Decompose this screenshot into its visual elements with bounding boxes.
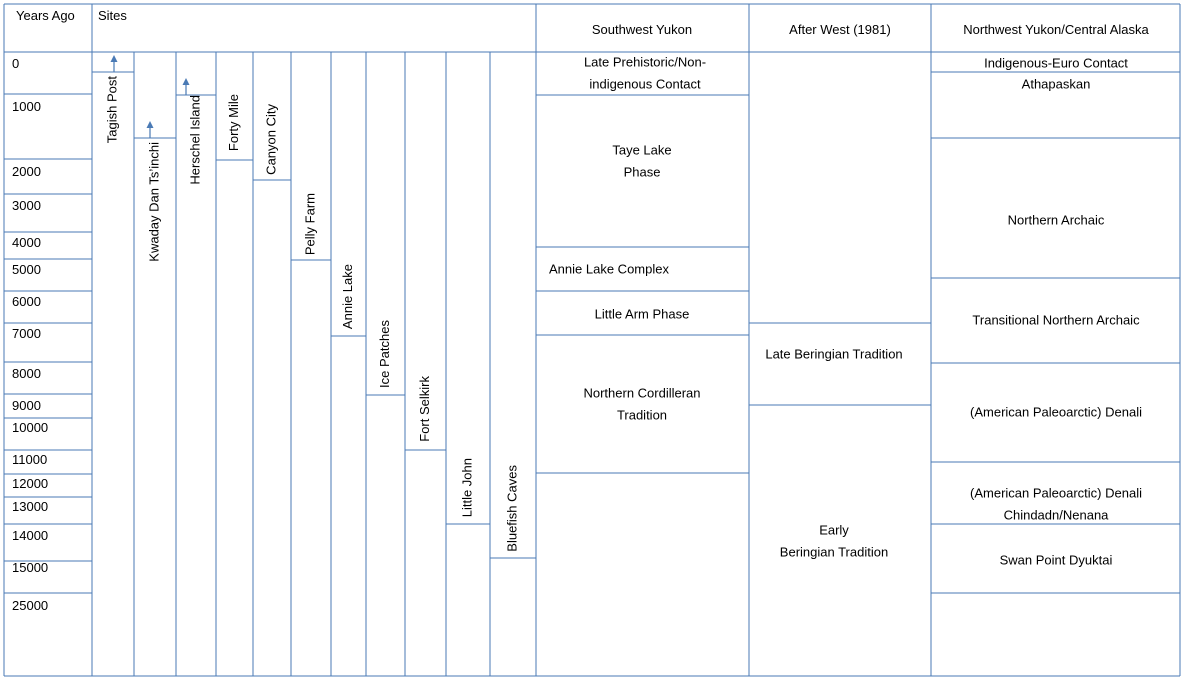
- year-label: 12000: [12, 476, 48, 491]
- southwest-yukon-phase-label: Late Prehistoric/Non-: [584, 54, 706, 69]
- site-label: Herschel Island: [187, 95, 202, 185]
- site-label: Bluefish Caves: [504, 465, 519, 552]
- header-southwest-yukon: Southwest Yukon: [592, 22, 692, 37]
- year-label: 4000: [12, 235, 41, 250]
- site-label: Canyon City: [263, 104, 278, 175]
- years-column: 0 1000 2000 3000 4000 5000 6000 7000 8000 9000 100…: [12, 56, 48, 613]
- northwest-period-label: (American Paleoarctic) Denali: [970, 404, 1142, 419]
- year-label: 8000: [12, 366, 41, 381]
- northwest-period-label: Athapaskan: [1022, 76, 1091, 91]
- southwest-yukon-phase-label: Little Arm Phase: [595, 306, 690, 321]
- site-label: Kwaday Dan Ts’inchi: [146, 142, 161, 262]
- site-label: Forty Mile: [226, 94, 241, 151]
- southwest-yukon-phase-label: Annie Lake Complex: [549, 261, 669, 276]
- northwest-period-label: Indigenous-Euro Contact: [984, 55, 1128, 70]
- year-label: 14000: [12, 528, 48, 543]
- northwest-period-label: Swan Point Dyuktai: [1000, 552, 1113, 567]
- header-after-west: After West (1981): [789, 22, 891, 37]
- header-northwest-yukon: Northwest Yukon/Central Alaska: [963, 22, 1149, 37]
- arrow-up-icon: [182, 78, 190, 85]
- southwest-yukon-phase-label: Taye Lake: [612, 142, 671, 157]
- southwest-yukon-column: Late Prehistoric/Non-indigenous ContactT…: [549, 54, 706, 422]
- year-label: 10000: [12, 420, 48, 435]
- southwest-yukon-phase-label: Tradition: [617, 407, 667, 422]
- year-label: 6000: [12, 294, 41, 309]
- year-label: 0: [12, 56, 19, 71]
- year-label: 9000: [12, 398, 41, 413]
- year-label: 13000: [12, 499, 48, 514]
- northwest-period-label: (American Paleoarctic) Denali: [970, 485, 1142, 500]
- arrow-up-icon: [110, 55, 118, 62]
- year-label: 11000: [12, 452, 47, 467]
- year-label: 2000: [12, 164, 41, 179]
- year-label: 7000: [12, 326, 41, 341]
- site-label: Tagish Post: [104, 76, 119, 144]
- after-west-tradition-label: Beringian Tradition: [780, 544, 888, 559]
- year-label: 1000: [12, 99, 41, 114]
- table-grid: [3, 3, 1181, 677]
- site-label: Pelly Farm: [302, 193, 317, 255]
- site-label: Little John: [459, 458, 474, 517]
- site-label: Ice Patches: [377, 320, 392, 388]
- site-label: Annie Lake: [340, 264, 355, 329]
- header-years-ago: Years Ago: [16, 8, 75, 23]
- after-west-tradition-label: Late Beringian Tradition: [765, 346, 902, 361]
- year-label: 25000: [12, 598, 48, 613]
- southwest-yukon-phase-label: Phase: [624, 164, 661, 179]
- northwest-yukon-column: Indigenous-Euro ContactAthapaskanNorther…: [970, 55, 1142, 567]
- southwest-yukon-phase-label: indigenous Contact: [589, 76, 701, 91]
- northwest-period-label: Transitional Northern Archaic: [972, 312, 1140, 327]
- southwest-yukon-phase-label: Northern Cordilleran: [583, 385, 700, 400]
- northwest-period-label: Chindadn/Nenana: [1004, 507, 1110, 522]
- year-label: 15000: [12, 560, 48, 575]
- northwest-period-label: Northern Archaic: [1008, 212, 1105, 227]
- header-sites: Sites: [98, 8, 127, 23]
- year-label: 5000: [12, 262, 41, 277]
- site-label: Fort Selkirk: [417, 376, 432, 442]
- year-label: 3000: [12, 198, 41, 213]
- after-west-tradition-label: Early: [819, 522, 849, 537]
- arrow-up-icon: [146, 121, 154, 128]
